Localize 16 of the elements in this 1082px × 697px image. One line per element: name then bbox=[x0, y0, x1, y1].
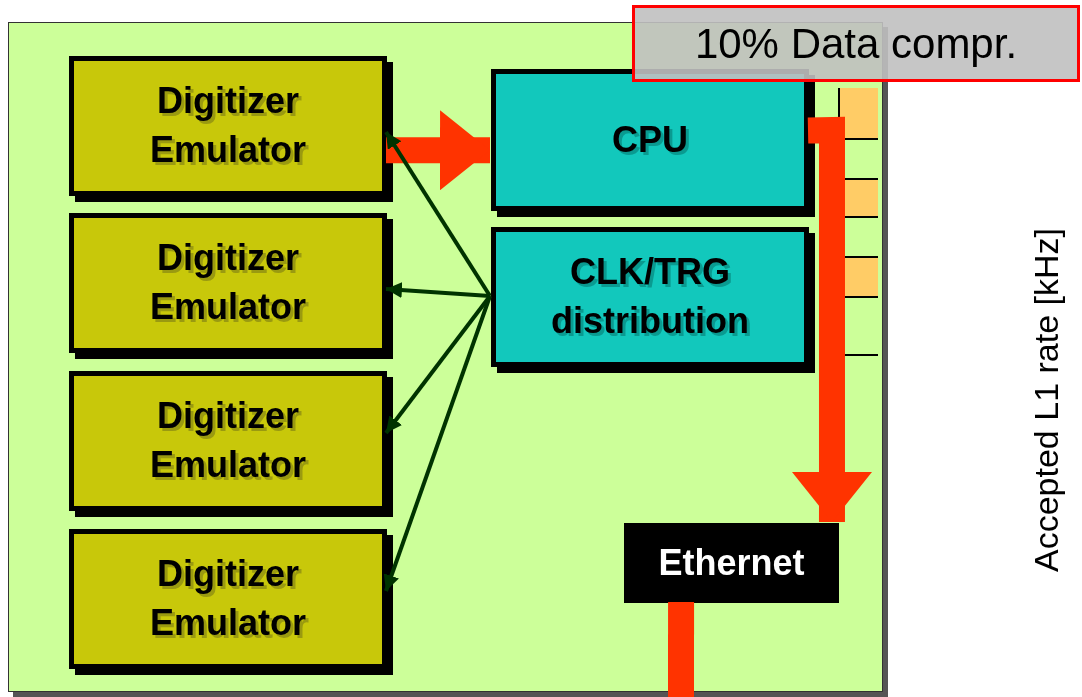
flow-arrow bbox=[792, 116, 872, 522]
node-label: Digitizer Emulator bbox=[149, 236, 307, 329]
callout-box bbox=[632, 5, 1080, 82]
node-label: Digitizer Emulator bbox=[149, 79, 307, 172]
node-label: Ethernet bbox=[658, 541, 805, 585]
node-label: 10% Data compr. bbox=[694, 19, 1018, 69]
flow-arrow bbox=[386, 110, 490, 191]
signal-arrow bbox=[383, 295, 492, 592]
node-label: Digitizer Emulator bbox=[149, 552, 307, 645]
axis-title: Accepted L1 rate [kHz] bbox=[1025, 228, 1066, 572]
signal-arrow bbox=[384, 130, 492, 298]
node-label: CLK/TRG distribution bbox=[550, 250, 750, 343]
node-label: CPU bbox=[612, 117, 688, 162]
node-label: Digitizer Emulator bbox=[149, 394, 307, 487]
ethernet-box bbox=[624, 523, 839, 603]
signal-arrow bbox=[385, 282, 491, 299]
